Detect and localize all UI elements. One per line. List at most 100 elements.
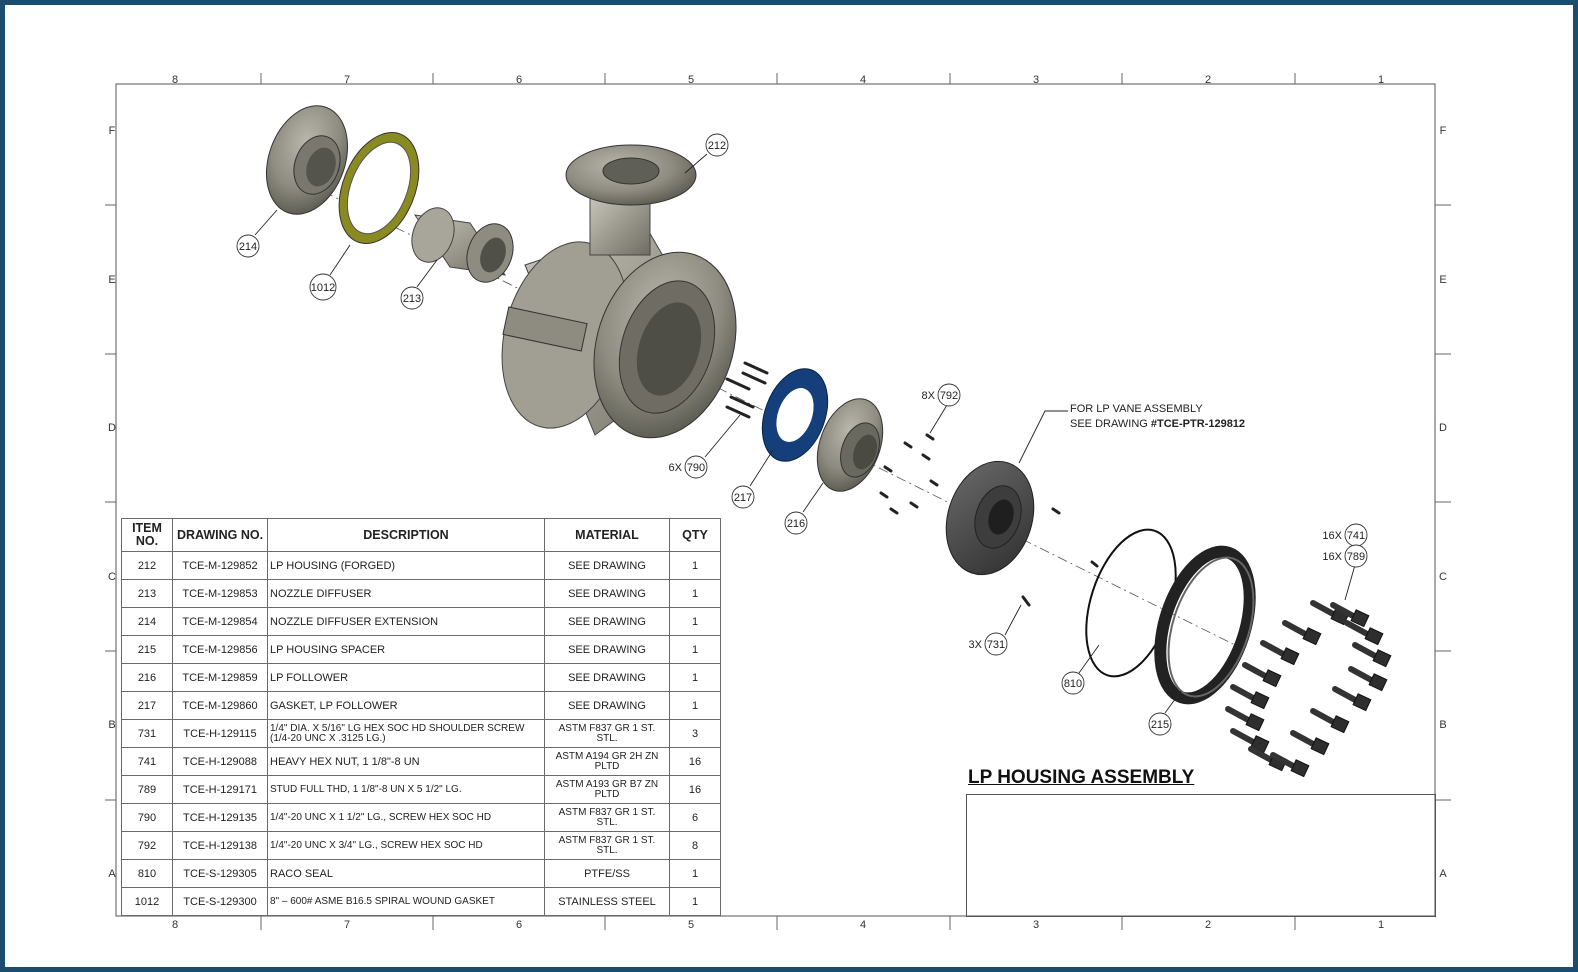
title-block [966, 794, 1436, 917]
bom-header-qty: QTY [669, 518, 721, 552]
balloon-213[interactable]: 213 [400, 286, 424, 310]
note-prefix: SEE DRAWING [1070, 418, 1151, 430]
balloon-label: 217 [734, 492, 752, 504]
lp-vane-assembly[interactable] [932, 450, 1048, 586]
bom-header-item: ITEM NO. [121, 518, 173, 552]
bom-cell-material: ASTM F837 GR 1 ST. STL. [544, 803, 670, 832]
bom-header-description: DESCRIPTION [267, 518, 545, 552]
stud-789[interactable] [1225, 706, 1253, 724]
stud-789[interactable] [1352, 642, 1380, 660]
balloon-217[interactable]: 217 [731, 485, 755, 509]
bom-cell-qty: 1 [669, 551, 721, 580]
bom-cell-qty: 3 [669, 719, 721, 748]
nut-741[interactable] [1302, 627, 1322, 646]
stud-789[interactable] [1260, 640, 1288, 658]
stud-789[interactable] [1242, 662, 1270, 680]
nut-741[interactable] [1280, 647, 1300, 666]
balloon-212[interactable]: 212 [705, 133, 729, 157]
zone-column-label: 8 [172, 919, 178, 931]
zone-row-label: D [1439, 422, 1447, 434]
stud-789[interactable] [1344, 620, 1372, 638]
bom-cell-item: 215 [121, 635, 173, 664]
bom-cell-description: HEAVY HEX NUT, 1 1/8"-8 UN [267, 747, 545, 776]
bom-cell-material: ASTM F837 GR 1 ST. STL. [544, 831, 670, 860]
nut-741[interactable] [1368, 673, 1388, 692]
balloon-792[interactable]: 792 8X [922, 383, 961, 407]
bom-cell-material: ASTM F837 GR 1 ST. STL. [544, 719, 670, 748]
nut-741[interactable] [1310, 737, 1330, 756]
stud-789[interactable] [1332, 686, 1360, 704]
zone-row-label: D [108, 422, 116, 434]
bom-cell-drawing: TCE-S-129300 [172, 887, 268, 916]
part-214-nozzle-extension[interactable] [252, 94, 362, 225]
balloon-216[interactable]: 216 [784, 511, 808, 535]
part-1012-spiral-gasket[interactable] [324, 121, 434, 256]
bom-cell-qty: 8 [669, 831, 721, 860]
part-215-lp-housing-spacer[interactable] [1143, 540, 1269, 709]
bom-header-row: ITEM NO. DRAWING NO. DESCRIPTION MATERIA… [121, 518, 721, 552]
nut-741[interactable] [1245, 713, 1265, 732]
nut-741[interactable] [1352, 693, 1372, 712]
part-212-lp-housing[interactable] [482, 144, 759, 456]
nut-741[interactable] [1262, 669, 1282, 688]
zone-column-label: 4 [860, 919, 866, 931]
balloon-215[interactable]: 215 [1148, 712, 1172, 736]
stud-789[interactable] [1282, 620, 1310, 638]
nut-741[interactable] [1290, 759, 1310, 778]
bom-cell-item: 216 [121, 663, 173, 692]
stud-789[interactable] [1248, 746, 1276, 764]
stud-789[interactable] [1270, 752, 1298, 770]
stud-789[interactable] [1230, 728, 1258, 746]
zone-row-label: A [108, 868, 116, 880]
part-731-screw-2[interactable] [1090, 560, 1099, 568]
stud-789[interactable] [1310, 600, 1338, 618]
balloon-label: 792 [940, 390, 958, 402]
balloon-qty: 8X [922, 390, 936, 402]
stud-789[interactable] [1330, 602, 1358, 620]
part-790-screws[interactable] [725, 361, 769, 419]
bom-cell-material: STAINLESS STEEL [544, 887, 670, 916]
stud-789[interactable] [1230, 684, 1258, 702]
balloon-circle [705, 133, 729, 157]
balloon-circle [937, 383, 961, 407]
bom-header-material: MATERIAL [544, 518, 670, 552]
part-789-741-studs-nuts[interactable] [1225, 600, 1392, 778]
balloon-214[interactable]: 214 [236, 234, 260, 258]
part-213-nozzle-diffuser[interactable] [405, 202, 521, 289]
bom-cell-qty: 6 [669, 803, 721, 832]
part-731-screw[interactable] [1021, 595, 1031, 607]
stud-789[interactable] [1290, 730, 1318, 748]
zone-row-label: E [1439, 274, 1446, 286]
nut-741[interactable] [1364, 627, 1384, 646]
nut-741[interactable] [1330, 715, 1350, 734]
bom-cell-description: LP HOUSING SPACER [267, 635, 545, 664]
bom-cell-item: 792 [121, 831, 173, 860]
balloon-810[interactable]: 810 [1061, 671, 1085, 695]
bom-cell-material: SEE DRAWING [544, 691, 670, 720]
part-217-gasket[interactable] [750, 360, 839, 471]
stud-789[interactable] [1348, 666, 1376, 684]
part-216-lp-follower[interactable] [805, 390, 894, 501]
balloon-1012[interactable]: 1012 [309, 273, 337, 301]
nut-741[interactable] [1250, 691, 1270, 710]
nut-741[interactable] [1372, 649, 1392, 668]
bom-cell-material: SEE DRAWING [544, 607, 670, 636]
zone-column-label: 3 [1033, 919, 1039, 931]
bom-cell-material: SEE DRAWING [544, 635, 670, 664]
stud-789[interactable] [1310, 708, 1338, 726]
part-792-screws[interactable] [879, 433, 1061, 515]
bom-cell-drawing: TCE-M-129854 [172, 607, 268, 636]
nut-741[interactable] [1350, 609, 1370, 628]
